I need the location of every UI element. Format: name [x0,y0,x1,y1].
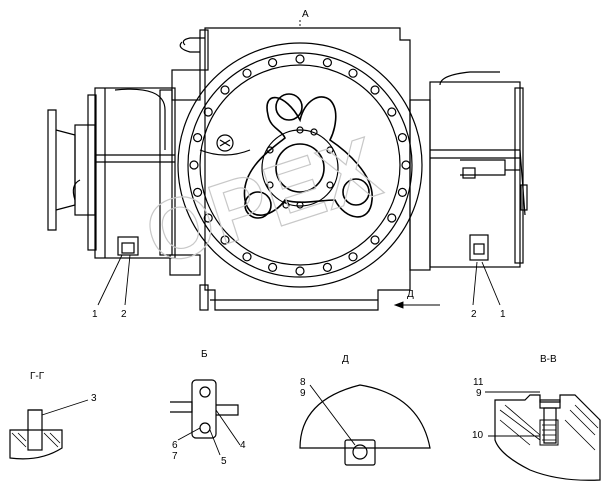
drain-plug [199,134,251,156]
callout-d-9: 9 [300,388,306,399]
flange-bolt [268,57,278,68]
view-label-d: Д [342,354,349,365]
view-arrow-d-label: Д [407,289,414,300]
callout-left-1: 1 [92,309,98,320]
flange-bolt [220,85,230,95]
flange-bolt [322,57,332,68]
right-clamp [519,149,528,216]
main-leaders [97,20,501,309]
section-label-g: Г-Г [30,371,45,382]
flange-bolt [397,187,407,197]
flange-bolt [203,107,213,117]
callout-g-3: 3 [91,393,97,404]
flange-bolt [193,133,203,143]
callout-b-5: 5 [221,456,227,467]
section-v-drawing [485,391,601,481]
flange-bolt [220,235,230,245]
callout-b-6: 6 [172,440,178,451]
callout-b-7: 7 [172,451,178,462]
flange-bolt [268,262,278,272]
callout-v-10: 10 [472,430,484,441]
central-hub [243,93,373,219]
callout-b-4: 4 [240,440,246,451]
flange-bolt [370,235,380,245]
flange-bolt [242,252,252,262]
main-flange [177,42,423,288]
view-label-b: Б [201,349,208,360]
callout-left-2: 2 [121,309,127,320]
callout-v-9: 9 [476,388,482,399]
section-label-v: В-В [540,354,557,365]
right-motor [409,71,524,271]
flange-bolt [370,85,380,95]
flange-bolt [322,262,332,272]
callout-d-8: 8 [300,377,306,388]
view-d-drawing [299,384,431,466]
section-v-hatch [542,424,556,441]
flange-bolt [348,68,358,78]
flange-bolt [295,266,305,276]
callout-right-1: 1 [500,309,506,320]
flange-bolt [203,213,213,223]
flange-bolt [387,107,397,117]
view-b-drawing [170,379,241,456]
flange-bolt [397,133,407,143]
flange-bolt [242,68,252,78]
housing-body [169,27,411,311]
left-motor [47,87,176,259]
callout-v-11: 11 [473,377,484,388]
callout-right-2: 2 [471,309,477,320]
flange-bolt [348,252,358,262]
flange-bolt [387,213,397,223]
flange-bolt [193,187,203,197]
flange-bolt [401,160,411,170]
section-g-drawing [9,399,89,460]
flange-bolt [189,160,199,170]
view-label-main: А [302,9,309,20]
flange-bolt [295,54,305,64]
